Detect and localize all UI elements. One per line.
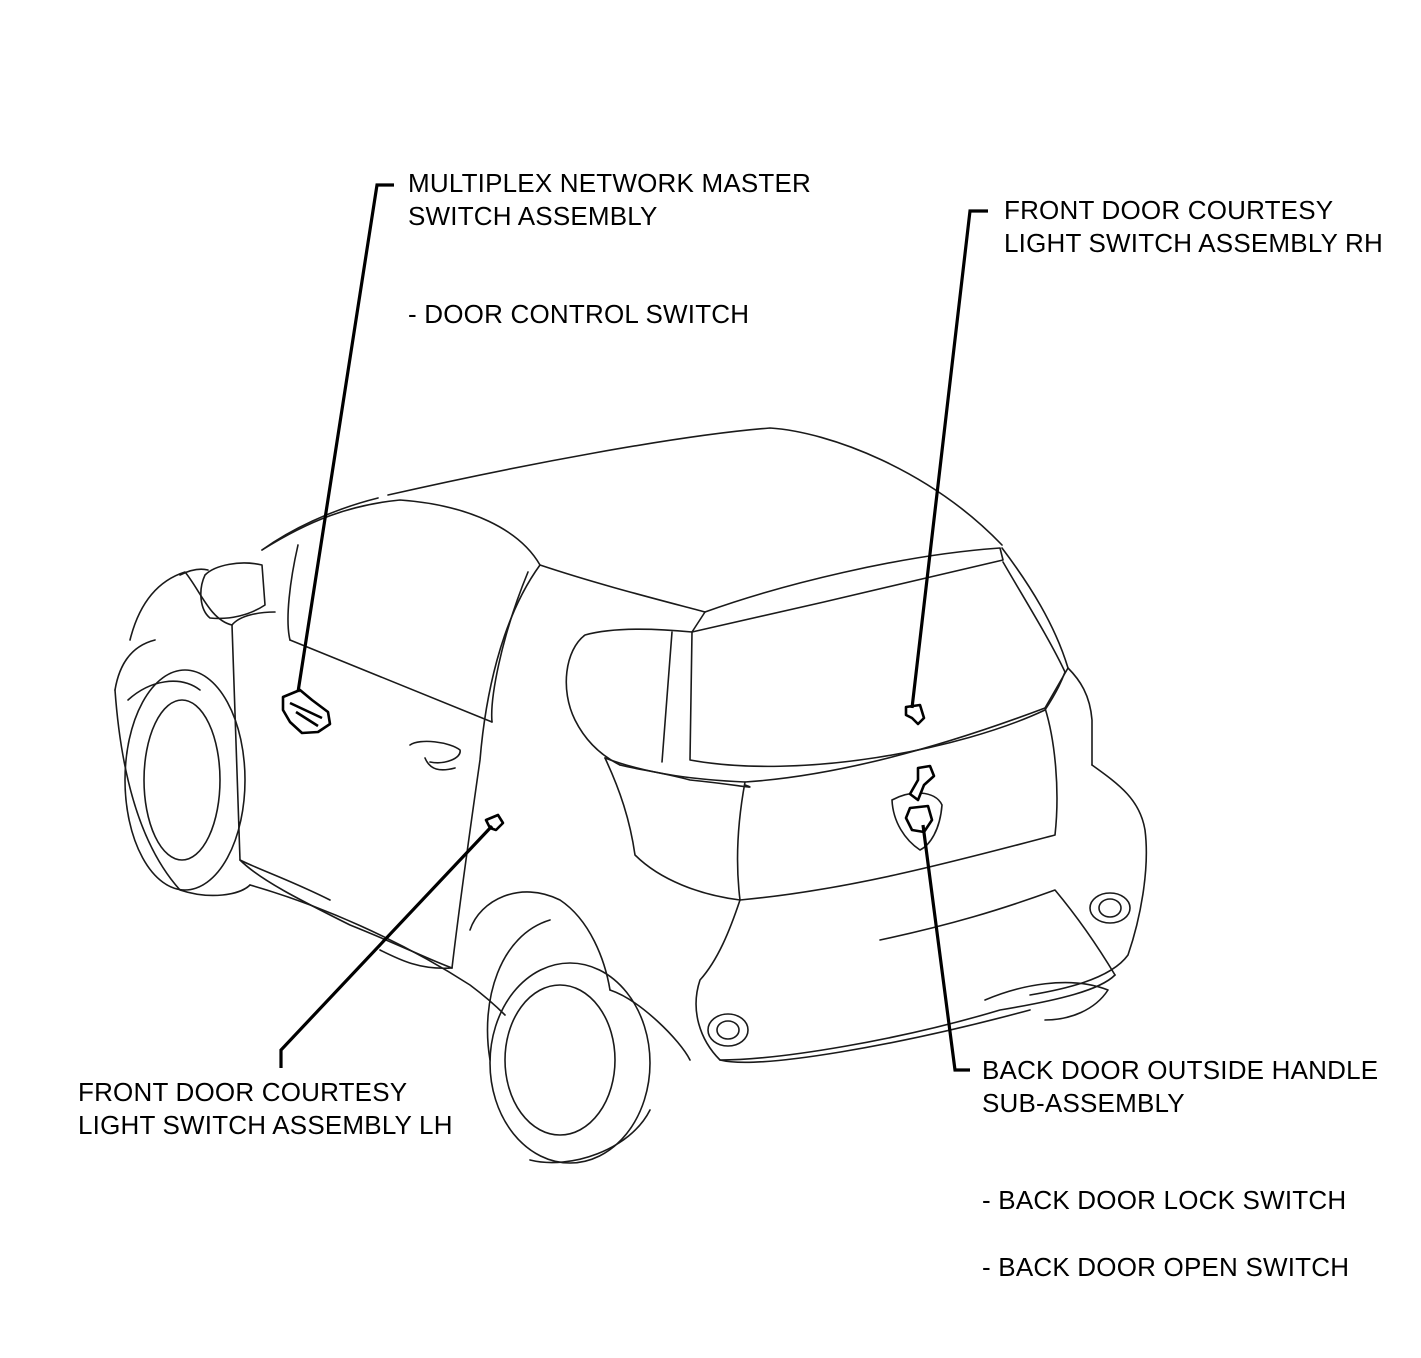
back-door-handle-label: BACK DOOR OUTSIDE HANDLE SUB-ASSEMBLY — [982, 1054, 1378, 1120]
courtesy-lh-leader — [279, 824, 494, 1068]
courtesy-lh-label-line2: LIGHT SWITCH ASSEMBLY LH — [78, 1110, 453, 1140]
courtesy-rh-label-line2: LIGHT SWITCH ASSEMBLY RH — [1004, 228, 1383, 258]
master-switch-leader — [296, 183, 394, 693]
back-door-handle-label-line2: SUB-ASSEMBLY — [982, 1088, 1185, 1118]
master-switch-label-line2: SWITCH ASSEMBLY — [408, 201, 658, 231]
courtesy-rh-label: FRONT DOOR COURTESY LIGHT SWITCH ASSEMBL… — [1004, 194, 1383, 260]
back-door-handle-leader — [921, 824, 970, 1072]
back-door-handle-part — [891, 764, 943, 851]
courtesy-rh-part — [904, 703, 926, 726]
back-door-handle-label-line1: BACK DOOR OUTSIDE HANDLE — [982, 1055, 1379, 1085]
door-control-switch-label: - DOOR CONTROL SWITCH — [408, 299, 750, 329]
courtesy-lh-label: FRONT DOOR COURTESY LIGHT SWITCH ASSEMBL… — [78, 1076, 453, 1142]
back-door-open-switch-label: - BACK DOOR OPEN SWITCH — [982, 1251, 1349, 1284]
courtesy-lh-label-line1: FRONT DOOR COURTESY — [78, 1077, 408, 1107]
back-door-lock-switch-label: - BACK DOOR LOCK SWITCH — [982, 1184, 1346, 1217]
back-door-lock-switch-text: - BACK DOOR LOCK SWITCH — [982, 1185, 1347, 1215]
courtesy-rh-label-line1: FRONT DOOR COURTESY — [1004, 195, 1334, 225]
car-outline — [114, 427, 1148, 1164]
master-switch-part — [281, 688, 332, 735]
back-door-open-switch-text: - BACK DOOR OPEN SWITCH — [982, 1252, 1350, 1282]
master-switch-label: MULTIPLEX NETWORK MASTER SWITCH ASSEMBLY — [408, 167, 811, 233]
master-switch-sublabel: - DOOR CONTROL SWITCH — [408, 298, 749, 331]
courtesy-rh-leader — [910, 209, 988, 709]
master-switch-label-line1: MULTIPLEX NETWORK MASTER — [408, 168, 812, 198]
